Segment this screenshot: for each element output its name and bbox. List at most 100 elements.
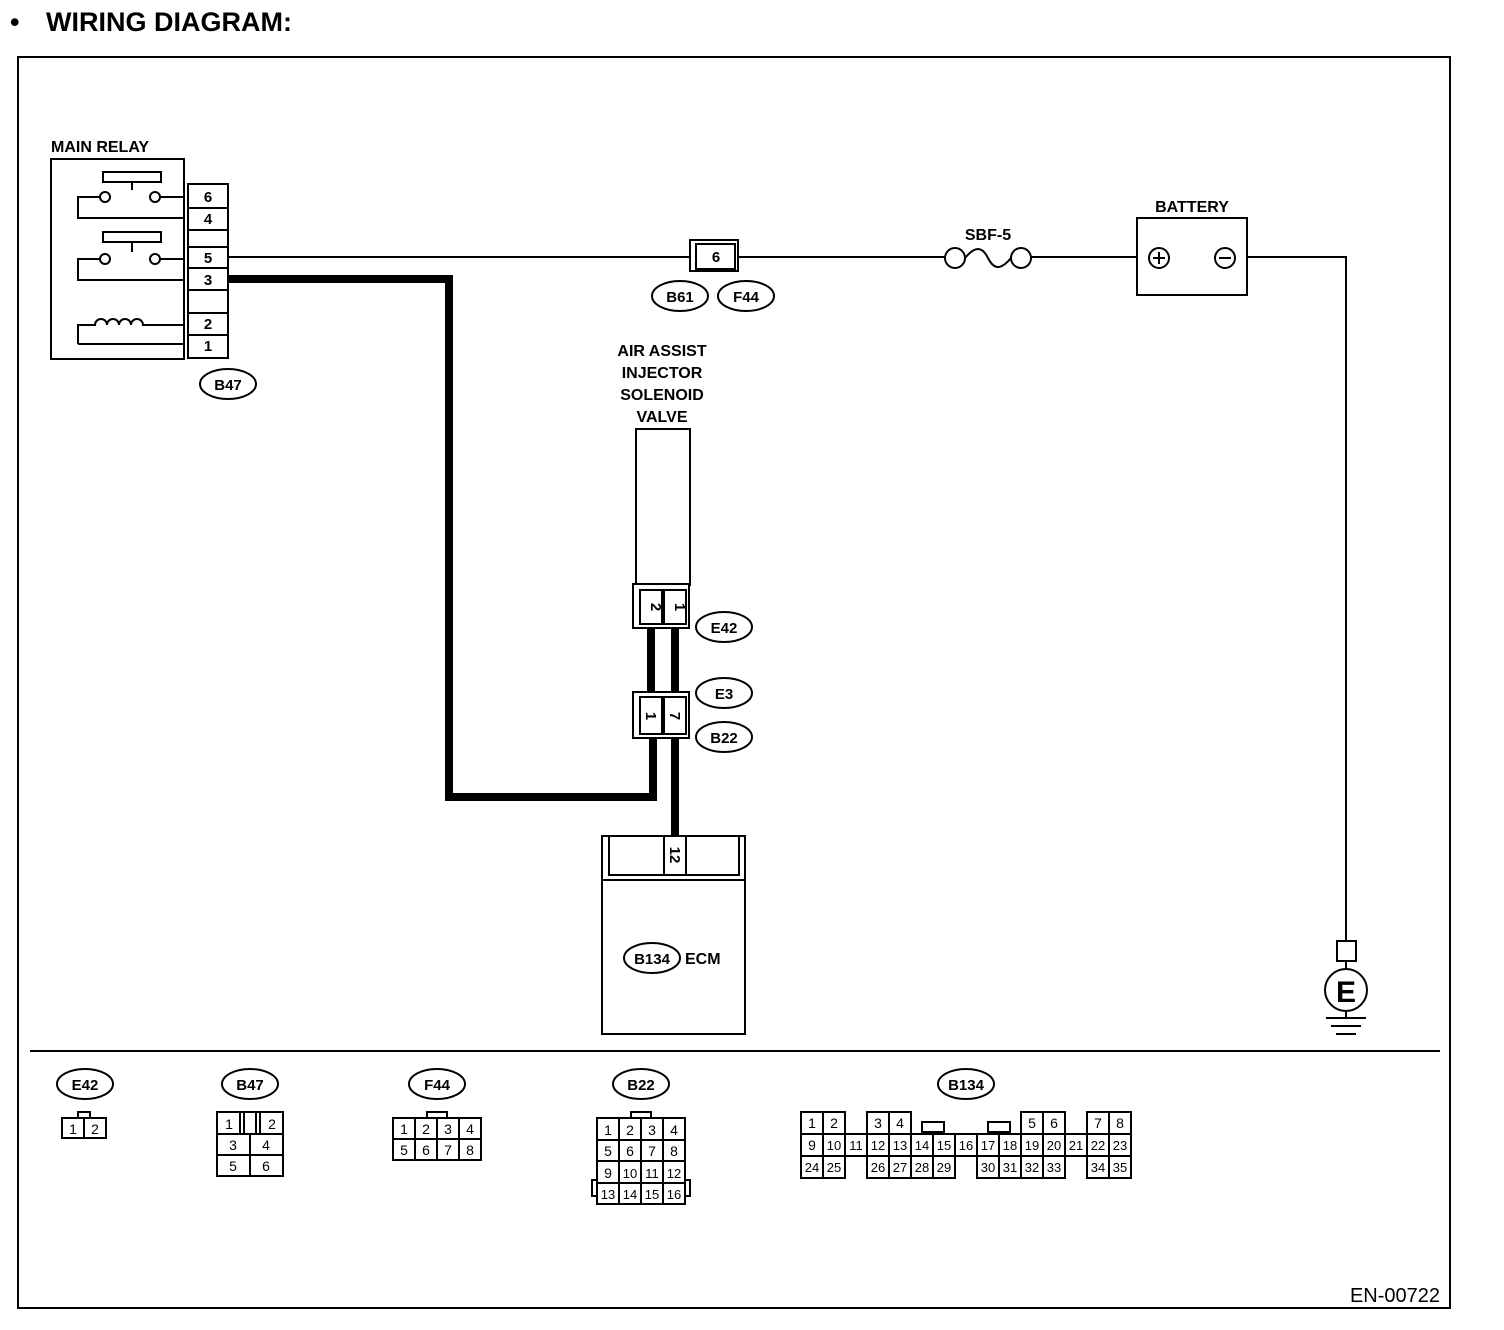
connector-view-tag: B134	[948, 1077, 985, 1094]
cell: 8	[670, 1143, 678, 1159]
b134-cell: 25	[827, 1160, 841, 1175]
cell: 2	[91, 1121, 99, 1137]
b134-cell: 20	[1047, 1138, 1061, 1153]
cell: 1	[400, 1121, 408, 1137]
relay-pin-2: 2	[204, 316, 212, 333]
cell: 5	[604, 1143, 612, 1159]
ecm-label: ECM	[685, 951, 721, 968]
b134-cell: 13	[893, 1138, 907, 1153]
diagram-frame	[17, 56, 1451, 1309]
b134-cell: 4	[896, 1115, 904, 1131]
solenoid-label-line-4: VALVE	[637, 409, 688, 426]
b134-cell: 23	[1113, 1138, 1127, 1153]
b134-cell: 29	[937, 1160, 951, 1175]
b134-cell: 21	[1069, 1138, 1083, 1153]
b134-cell: 6	[1050, 1115, 1058, 1131]
relay-pin-6: 6	[204, 189, 212, 206]
b134-cell: 18	[1003, 1138, 1017, 1153]
battery-label: BATTERY	[1155, 199, 1229, 216]
ground-label: E	[1336, 976, 1356, 1009]
b134-cell: 24	[805, 1160, 819, 1175]
b134-cell: 14	[915, 1138, 929, 1153]
cell: 14	[623, 1187, 637, 1202]
ecm-pin-12: 12	[666, 847, 683, 864]
cell: 5	[400, 1142, 408, 1158]
cell: 1	[604, 1122, 612, 1138]
b134-cell: 12	[871, 1138, 885, 1153]
b134-cell: 30	[981, 1160, 995, 1175]
fuse-sbf5: SBF-5	[944, 227, 1032, 269]
solenoid-label-line-2: INJECTOR	[622, 365, 703, 382]
b134-cell: 17	[981, 1138, 995, 1153]
cell: 16	[667, 1187, 681, 1202]
b134-cell: 11	[849, 1138, 863, 1153]
b134-cell: 8	[1116, 1115, 1124, 1131]
cell: 1	[225, 1116, 233, 1132]
cell: 1	[69, 1121, 77, 1137]
joint-tag-f44: F44	[733, 289, 760, 306]
ecm-connector-tag: B134	[634, 951, 671, 968]
main-relay-label: MAIN RELAY	[51, 139, 149, 156]
wiring	[228, 256, 1347, 941]
cell: 3	[444, 1121, 452, 1137]
main-relay: MAIN RELAY 6 4 5 3 2 1 B47	[50, 139, 257, 400]
connector-view-b22: B22 1 2 3 4 5 6 7 8 9 10 11 12 13 14 15	[591, 1068, 691, 1205]
relay-pin-5: 5	[204, 250, 212, 267]
connector-view-b47: B47 1 2 3 4 5 6	[216, 1068, 284, 1177]
b134-cell: 28	[915, 1160, 929, 1175]
solenoid-pin-2: 2	[647, 603, 664, 611]
ground: E	[1324, 940, 1368, 1035]
b134-cell: 16	[959, 1138, 973, 1153]
cell: 2	[422, 1121, 430, 1137]
fuse-label: SBF-5	[965, 227, 1011, 244]
b134-cell: 10	[827, 1138, 841, 1153]
junction-connector: 1 7 E3 B22	[632, 677, 753, 753]
junction-tag-e3: E3	[715, 686, 733, 703]
air-assist-injector-solenoid-valve: AIR ASSIST INJECTOR SOLENOID VALVE 2 1 E…	[617, 343, 753, 643]
relay-connector-tag: B47	[214, 377, 242, 394]
b134-cell: 7	[1094, 1115, 1102, 1131]
drawing-code: EN-00722	[1350, 1285, 1440, 1307]
joint-connector: 6 B61 F44	[651, 239, 775, 312]
b134-cell: 9	[808, 1137, 816, 1153]
cell: 8	[466, 1142, 474, 1158]
battery: BATTERY	[1136, 199, 1248, 296]
cell: 15	[645, 1187, 659, 1202]
cell: 4	[466, 1121, 474, 1137]
solenoid-pin-1: 1	[671, 603, 688, 611]
cell: 5	[229, 1158, 237, 1174]
connector-view-tag: B47	[236, 1077, 264, 1094]
cell: 7	[648, 1143, 656, 1159]
b134-cell: 19	[1025, 1138, 1039, 1153]
relay-pin-1: 1	[204, 338, 212, 355]
solenoid-connector-tag: E42	[711, 620, 738, 637]
connector-views: E42 1 2 B47 1 2 3 4 5 6	[56, 1068, 1132, 1205]
b134-cell-frame	[822, 1155, 846, 1179]
title-bullet: •	[10, 7, 19, 37]
cell: 11	[645, 1166, 659, 1181]
b134-cell: 32	[1025, 1160, 1039, 1175]
b134-cell: 33	[1047, 1160, 1061, 1175]
junction-pin-1: 1	[642, 712, 659, 720]
b134-cell: 31	[1003, 1160, 1017, 1175]
connector-view-tag: F44	[424, 1077, 451, 1094]
cell: 4	[262, 1137, 270, 1153]
relay-pin-3: 3	[204, 272, 212, 289]
cell: 2	[626, 1122, 634, 1138]
cell: 3	[229, 1137, 237, 1153]
b134-cell: 34	[1091, 1160, 1105, 1175]
b134-cell-frame	[1108, 1155, 1132, 1179]
b134-cell: 3	[874, 1115, 882, 1131]
junction-pin-7: 7	[666, 712, 683, 720]
b134-cell: 27	[893, 1160, 907, 1175]
b134-cell: 5	[1028, 1115, 1036, 1131]
cell: 10	[623, 1166, 637, 1181]
cell: 2	[268, 1116, 276, 1132]
junction-tag-b22: B22	[710, 730, 738, 747]
cell: 13	[601, 1187, 615, 1202]
cell: 9	[604, 1165, 612, 1181]
cell: 6	[422, 1142, 430, 1158]
cell: 6	[626, 1143, 634, 1159]
